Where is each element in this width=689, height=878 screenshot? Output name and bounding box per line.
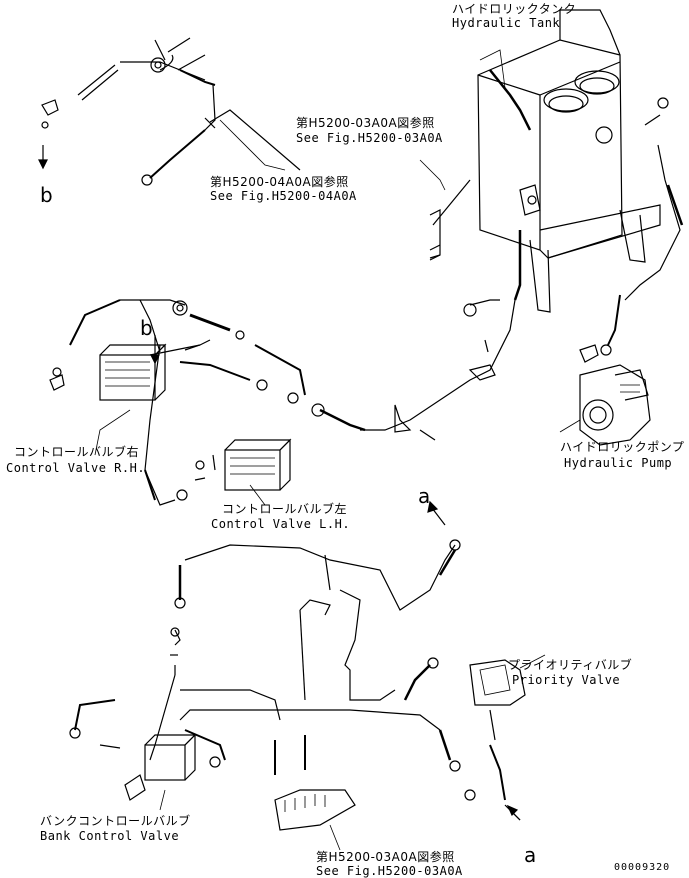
hydraulic-tank-label-en: Hydraulic Tank <box>452 16 561 30</box>
hydraulic-pump-label-en: Hydraulic Pump <box>564 456 673 470</box>
control-valve-rh-label-en: Control Valve R.H. <box>6 461 146 475</box>
figure-number: 00009320 <box>614 862 671 873</box>
hydraulic-pump <box>579 364 651 446</box>
bank-control-valve-label-jp: バンクコントロールバルブ <box>40 814 191 828</box>
see-fig-03-bottom-label-en: See Fig.H5200-03A0A <box>316 864 463 878</box>
control-valve-lh-label-jp: コントロールバルブ左 <box>222 502 348 516</box>
connection-marker-b-top: b <box>40 183 53 207</box>
see-fig-03-top-label-jp: 第H5200-03A0A図参照 <box>296 116 435 130</box>
connection-marker-a-bottom: a <box>524 843 537 867</box>
lower-piping-group <box>69 539 526 831</box>
see-fig-04-label-jp: 第H5200-04A0A図参照 <box>210 175 349 189</box>
bank-control-valve-label-en: Bank Control Valve <box>40 829 180 843</box>
control-valve-rh-assembly <box>49 299 306 506</box>
control-valve-lh-label-en: Control Valve L.H. <box>211 517 351 531</box>
center-pipe-run <box>311 179 522 441</box>
pump-suction-hose <box>579 97 684 363</box>
connection-marker-b-mid: b <box>140 316 153 340</box>
leader-lines <box>94 49 581 851</box>
see-fig-04-label-en: See Fig.H5200-04A0A <box>210 189 357 203</box>
top-left-hoses <box>38 37 301 186</box>
hydraulic-tank <box>477 9 661 313</box>
priority-valve-label-en: Priority Valve <box>512 673 621 687</box>
hydraulic-tank-label-jp: ハイドロリックタンク <box>452 2 577 16</box>
see-fig-03-top-label-en: See Fig.H5200-03A0A <box>296 131 443 145</box>
flow-arrows <box>150 335 521 821</box>
control-valve-rh-label-jp: コントロールバルブ右 <box>14 445 140 459</box>
hydraulic-pump-label-jp: ハイドロリックポンプ <box>560 440 685 454</box>
see-fig-03-bottom-label-jp: 第H5200-03A0A図参照 <box>316 850 455 864</box>
control-valve-lh <box>195 438 292 491</box>
priority-valve-label-jp: プライオリティバルブ <box>508 658 633 672</box>
connection-marker-a-mid: a <box>418 484 431 508</box>
